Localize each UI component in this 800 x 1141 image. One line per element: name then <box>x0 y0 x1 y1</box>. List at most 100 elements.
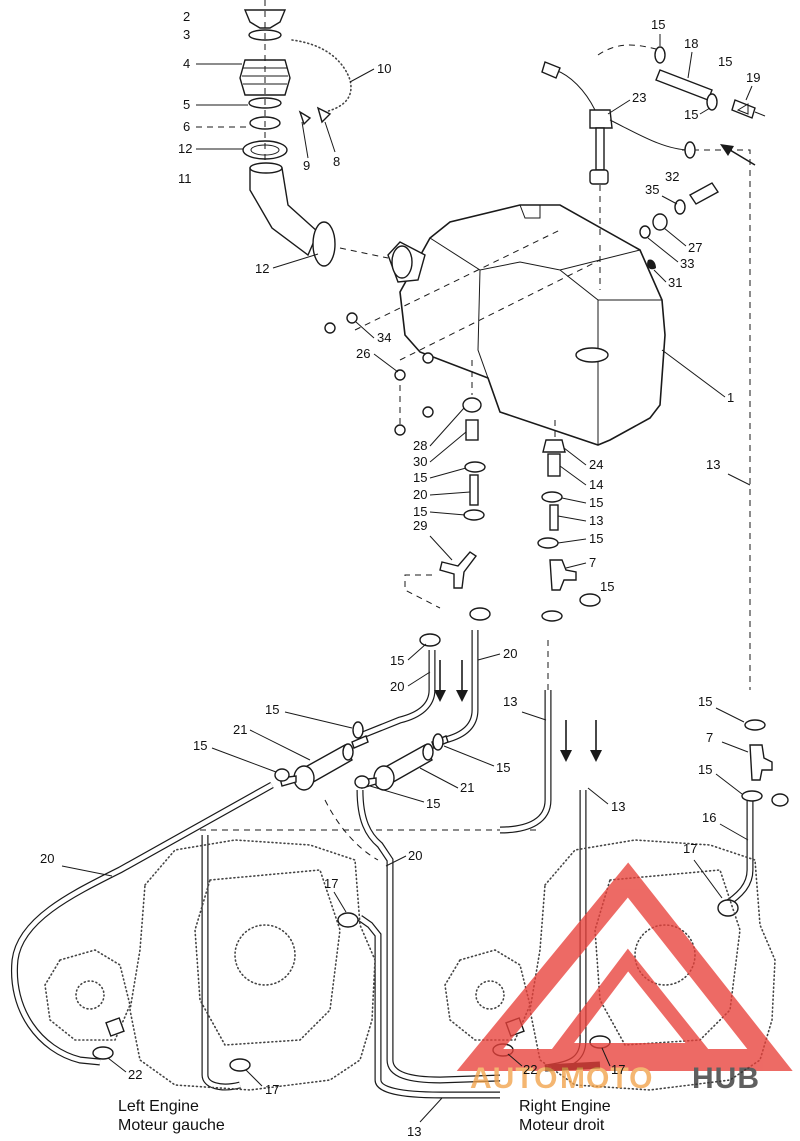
callout-15j: 15 <box>265 702 279 717</box>
caption-left-engine-en: Left Engine <box>118 1098 199 1115</box>
vent-assembly <box>541 46 766 185</box>
callout-15h: 15 <box>600 579 614 594</box>
fitting-28 <box>462 397 482 413</box>
right-pickup-line <box>537 439 601 622</box>
callout-15e: 15 <box>413 504 427 519</box>
caption-right-engine-fr: Moteur droit <box>519 1117 605 1134</box>
fuel-tank <box>387 204 666 446</box>
callout-23: 23 <box>632 90 646 105</box>
callout-7b: 7 <box>706 730 713 745</box>
fuel-cap <box>243 9 287 29</box>
callout-24: 24 <box>589 457 603 472</box>
washer-33 <box>639 225 651 239</box>
callout-15n: 15 <box>698 694 712 709</box>
callout-20c: 20 <box>503 646 517 661</box>
callout-14: 14 <box>589 477 603 492</box>
hose-18 <box>655 69 713 101</box>
callout-20a: 20 <box>413 487 427 502</box>
callout-13d: 13 <box>611 799 625 814</box>
callout-13a: 13 <box>589 513 603 528</box>
callout-15m: 15 <box>426 796 440 811</box>
fitting-24 <box>542 439 566 453</box>
engine-captions: Left Engine Moteur gauche Right Engine M… <box>118 1098 611 1134</box>
callout-35: 35 <box>645 182 659 197</box>
clamp-15f <box>463 509 485 521</box>
callout-15a: 15 <box>651 17 665 32</box>
callout-5: 5 <box>183 97 190 112</box>
callout-12a: 12 <box>178 141 192 156</box>
callout-15b: 15 <box>718 54 732 69</box>
caption-right-engine-en: Right Engine <box>519 1098 611 1115</box>
hose-13a <box>549 504 559 531</box>
clamp-15c <box>706 93 718 111</box>
callout-15d: 15 <box>413 470 427 485</box>
tee-fitting <box>589 109 613 129</box>
callout-32: 32 <box>665 169 679 184</box>
callout-15c: 15 <box>684 107 698 122</box>
sender-32 <box>688 182 720 205</box>
caption-left-engine-fr: Moteur gauche <box>118 1117 225 1134</box>
flow-arrows <box>434 660 602 762</box>
callout-34: 34 <box>377 330 391 345</box>
callout-21a: 21 <box>233 722 247 737</box>
callout-13c: 13 <box>503 694 517 709</box>
clip <box>316 106 332 124</box>
fitting-30 <box>465 419 479 441</box>
mount-hardware <box>324 312 434 436</box>
callout-17d: 17 <box>611 1062 625 1077</box>
callout-17c: 17 <box>265 1082 279 1097</box>
callout-6: 6 <box>183 119 190 134</box>
screw <box>298 110 312 126</box>
callout-22a: 22 <box>128 1067 142 1082</box>
watermark-hub: HUB <box>692 1062 760 1095</box>
callout-9: 9 <box>303 158 310 173</box>
tee-7a <box>549 559 577 591</box>
check-valve <box>731 99 756 119</box>
washer-35 <box>674 199 686 215</box>
callout-31: 31 <box>668 275 682 290</box>
callout-17b: 17 <box>324 876 338 891</box>
watermark-logo: AUTO MOTO HUB <box>456 862 793 1095</box>
callout-11: 11 <box>178 171 192 186</box>
clamp-15e <box>464 461 486 473</box>
nut-27 <box>652 213 668 231</box>
callout-10: 10 <box>377 61 391 76</box>
sender-parts <box>639 182 720 270</box>
callout-13b: 13 <box>706 457 720 472</box>
fitting-14 <box>547 453 561 477</box>
callout-7a: 7 <box>589 555 596 570</box>
watermark-moto: MOTO <box>560 1062 653 1095</box>
callout-29: 29 <box>413 518 427 533</box>
callout-22b: 22 <box>523 1062 537 1077</box>
callout-13e: 13 <box>407 1124 421 1139</box>
vent-tube-end <box>541 61 561 79</box>
fuel-filter-left <box>279 735 369 791</box>
sealant-31 <box>647 259 656 270</box>
callout-17a: 17 <box>683 841 697 856</box>
callout-3: 3 <box>183 27 190 42</box>
callout-15f: 15 <box>589 495 603 510</box>
clamp-15d <box>684 141 696 159</box>
callout-18: 18 <box>684 36 698 51</box>
callout-15l: 15 <box>496 760 510 775</box>
callout-15g: 15 <box>589 531 603 546</box>
callout-26: 26 <box>356 346 370 361</box>
callout-15o: 15 <box>698 762 712 777</box>
fuel-hoses <box>10 630 754 1099</box>
callout-20e: 20 <box>408 848 422 863</box>
left-engine <box>44 839 376 1091</box>
callout-20d: 20 <box>40 851 54 866</box>
callout-4: 4 <box>183 56 190 71</box>
left-pickup-line <box>419 397 491 647</box>
callout-12b: 12 <box>255 261 269 276</box>
callout-28: 28 <box>413 438 427 453</box>
hose-20a <box>469 474 479 506</box>
callout-2: 2 <box>183 9 190 24</box>
y-fitting-29 <box>439 551 478 589</box>
watermark-auto: AUTO <box>470 1062 558 1095</box>
callout-15k: 15 <box>193 738 207 753</box>
callout-21b: 21 <box>460 780 474 795</box>
callout-33: 33 <box>680 256 694 271</box>
filler-hose <box>249 167 319 257</box>
